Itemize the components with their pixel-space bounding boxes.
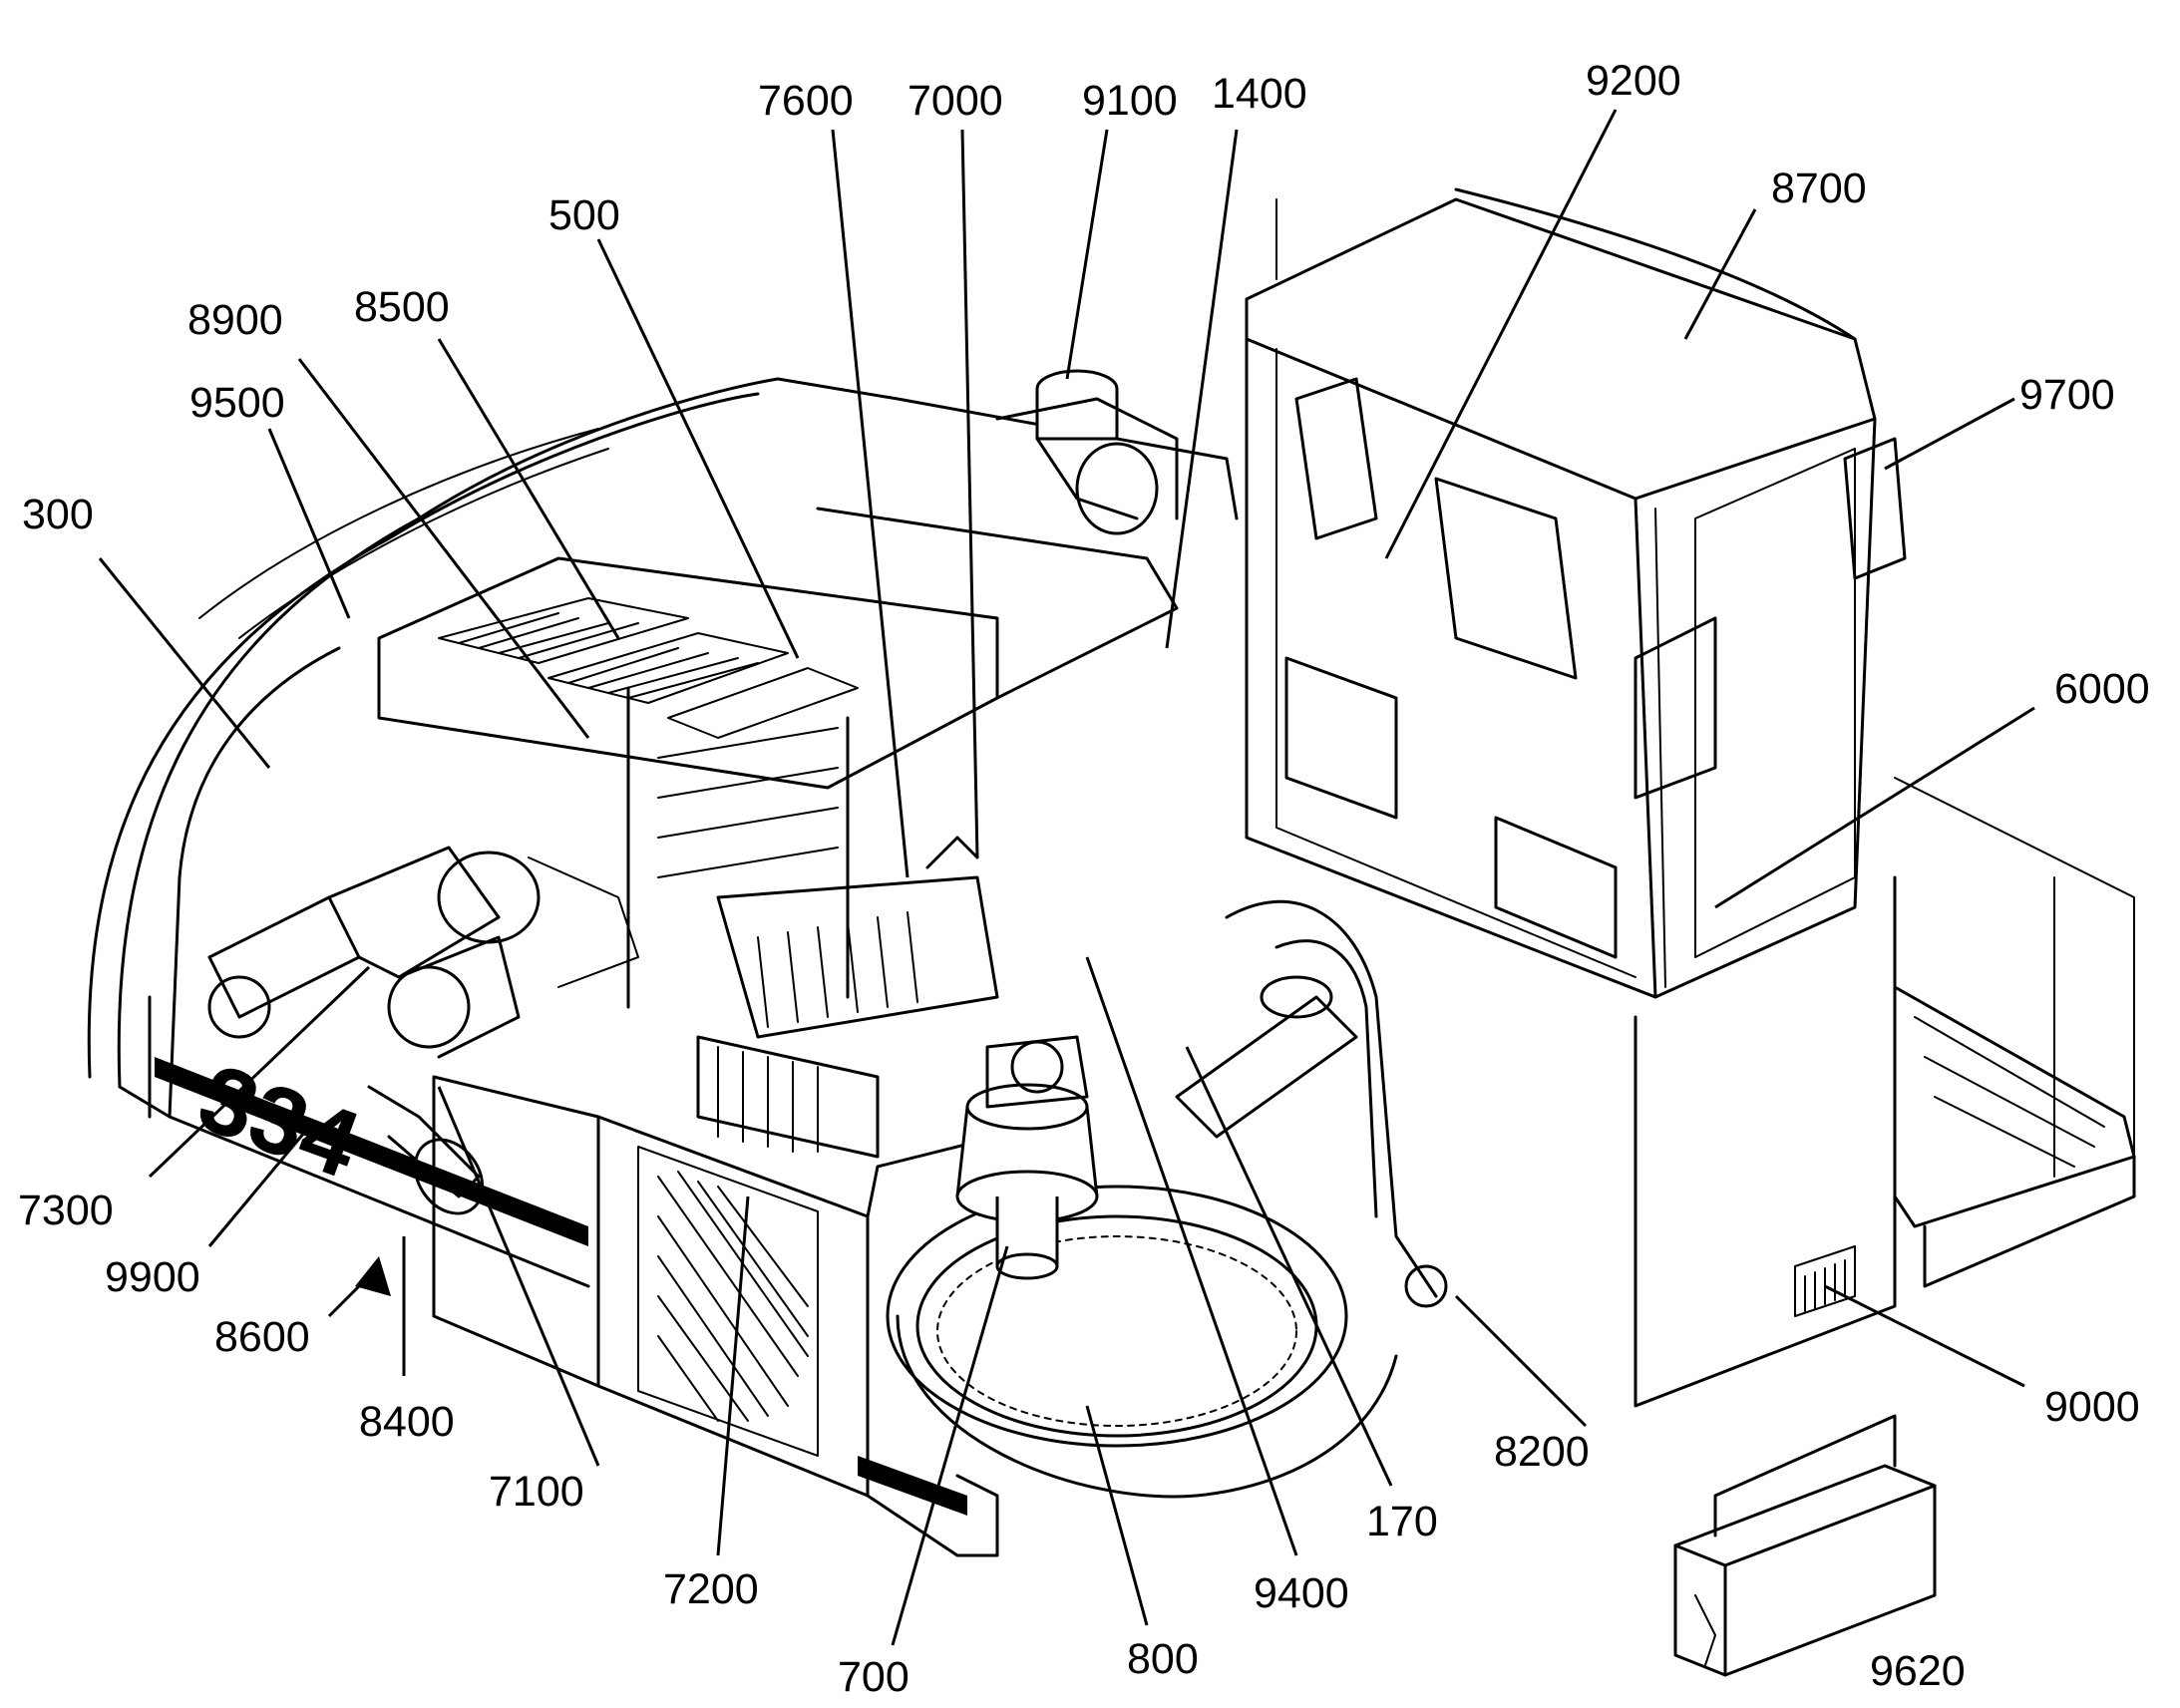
label-300: 300 <box>22 491 94 538</box>
model-number-text: 334 <box>185 1044 372 1198</box>
radiator-mesh <box>438 597 859 739</box>
label-8400: 8400 <box>359 1398 455 1446</box>
label-1400: 1400 <box>1212 70 1307 118</box>
swing-bearing <box>886 1185 1398 1499</box>
label-9900: 9900 <box>105 1253 200 1301</box>
label-9100: 9100 <box>1082 77 1178 125</box>
label-9700: 9700 <box>2019 371 2115 419</box>
leader-7600 <box>831 129 909 878</box>
label-9000: 9000 <box>2044 1383 2140 1431</box>
step-platform <box>1893 777 2136 1288</box>
leader-7000 <box>960 129 979 858</box>
leader-9100 <box>1065 129 1109 380</box>
leader-7300 <box>148 965 371 1179</box>
counterweight-outline <box>87 377 1239 1288</box>
hydraulic-pump-assembly <box>207 846 639 1215</box>
label-8700: 8700 <box>1771 165 1867 212</box>
air-filter <box>995 369 1179 535</box>
vent-grille <box>657 1171 809 1422</box>
cab-base <box>1634 875 1897 1408</box>
leader-8700 <box>1683 208 1757 340</box>
engine-cover <box>377 507 1179 1009</box>
label-6000: 6000 <box>2054 665 2150 713</box>
label-7100: 7100 <box>489 1468 584 1516</box>
label-800: 800 <box>1127 1635 1199 1683</box>
leader-700 <box>891 1245 1009 1646</box>
leader-9400 <box>1085 956 1298 1556</box>
leader-7200 <box>716 1196 750 1556</box>
label-8600: 8600 <box>214 1313 310 1361</box>
label-500: 500 <box>548 191 620 239</box>
side-panels <box>432 1075 999 1557</box>
leader-8500 <box>437 338 620 639</box>
operator-cab <box>1245 187 1907 999</box>
leader-8200 <box>1454 1294 1588 1428</box>
leader-9900 <box>207 1126 311 1247</box>
control-valve-area <box>696 836 999 1159</box>
leader-9200 <box>1384 109 1618 559</box>
label-170: 170 <box>1366 1498 1438 1545</box>
leader-800 <box>1085 1405 1149 1626</box>
label-7300: 7300 <box>18 1187 114 1234</box>
leader-9000 <box>1824 1284 2025 1388</box>
toolbox <box>1673 1414 1937 1677</box>
label-9200: 9200 <box>1586 57 1681 105</box>
label-8200: 8200 <box>1494 1428 1590 1476</box>
leader-9700 <box>1884 397 2015 471</box>
leader-7100 <box>437 1086 600 1467</box>
arrow-8600 <box>355 1256 391 1296</box>
label-8900: 8900 <box>187 296 283 344</box>
model-marking: 334 <box>155 1044 967 1516</box>
leader-8900 <box>297 358 590 739</box>
boom-mount <box>1175 899 1448 1308</box>
leader-9500 <box>267 428 351 619</box>
leader-170 <box>1185 1046 1393 1487</box>
label-7200: 7200 <box>663 1565 759 1613</box>
leader-500 <box>596 238 800 659</box>
swing-motor <box>955 1035 1099 1280</box>
leader-300 <box>98 557 271 769</box>
label-9620: 9620 <box>1870 1647 1966 1695</box>
label-7000: 7000 <box>908 77 1003 125</box>
label-8500: 8500 <box>354 283 450 331</box>
label-9400: 9400 <box>1254 1569 1349 1617</box>
label-700: 700 <box>838 1653 909 1701</box>
part-labels: 300 500 700 800 170 1400 6000 7000 7100 … <box>18 57 2150 1701</box>
leader-6000 <box>1714 706 2035 909</box>
leader-1400 <box>1165 129 1239 649</box>
label-9500: 9500 <box>189 379 285 427</box>
label-7600: 7600 <box>758 77 854 125</box>
leader-lines <box>98 109 2035 1646</box>
